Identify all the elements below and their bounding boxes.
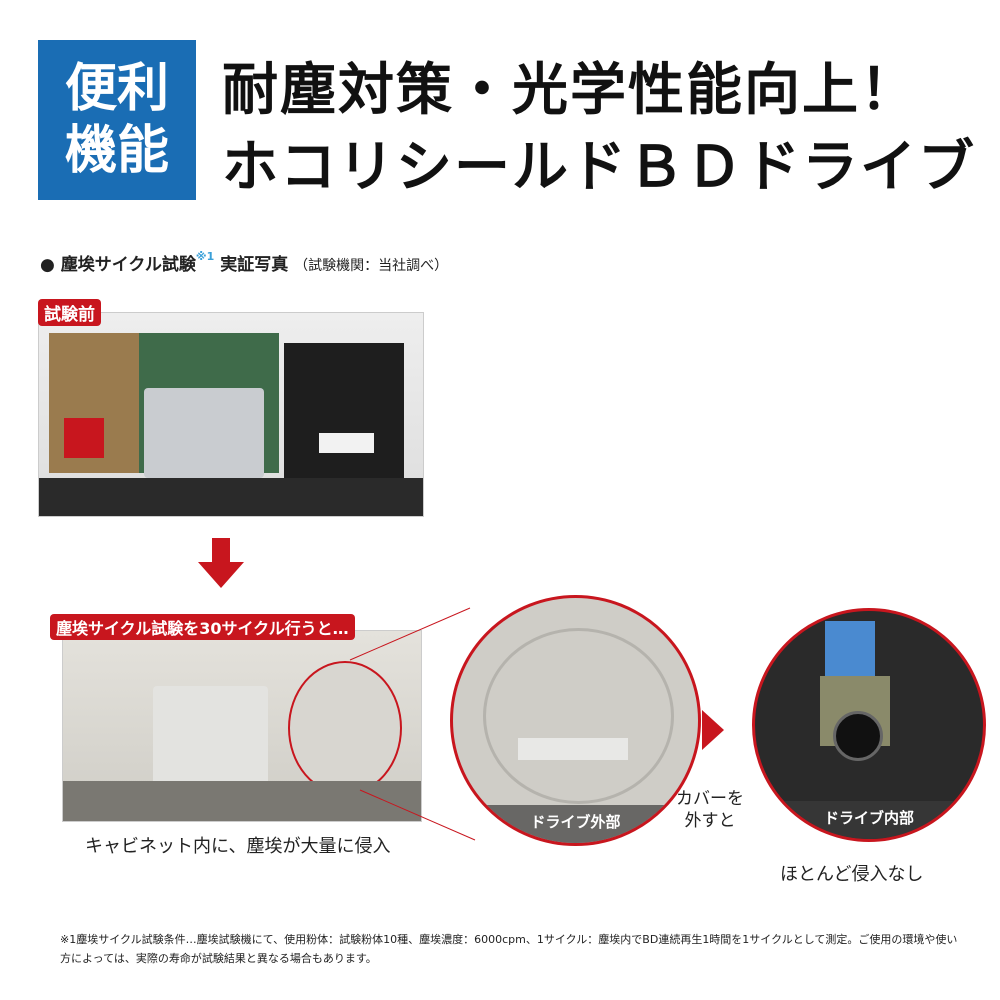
drive-inside-caption: ほとんど侵入なし [780,864,924,885]
bullet: ● [40,255,55,275]
hdd-dusty [153,686,268,786]
before-photo [38,312,424,517]
after-caption: キャビネット内に、塵埃が大量に侵入 [85,836,391,857]
front-panel [39,478,423,516]
badge-line2: 機能 [64,121,169,181]
cover-label [518,738,628,760]
title-line2: ホコリシールドＢＤドライブ [222,135,976,200]
red-part [64,418,104,458]
drive-outside-circle: ドライブ外部 [450,595,701,846]
after-photo [62,630,422,822]
bd-drive [284,343,404,478]
transition-text: カバーを 外すと [676,788,744,832]
badge-line1: 便利 [64,59,169,119]
zoom-circle [288,661,402,795]
drive-inside-circle: ドライブ内部 [752,608,986,842]
heading-source: （試験機関：当社調べ） [294,258,449,274]
transition-line2: 外すと [684,811,736,831]
title-line1: 耐塵対策・光学性能向上！ [222,58,918,123]
after-banner: 塵埃サイクル試験を30サイクル行うと… [50,614,355,640]
heading-text-2: 実証写真 [220,255,289,275]
heading-text: 塵埃サイクル試験 [60,255,196,275]
section-heading: ● 塵埃サイクル試験※1 実証写真 （試験機関：当社調べ） [40,250,448,275]
note-ref: ※1 [195,250,215,263]
drive-outside-label: ドライブ外部 [453,805,698,843]
spindle [833,711,883,761]
drive-inside-label: ドライブ内部 [755,801,983,839]
feature-badge: 便利 機能 [38,40,196,200]
ribbon-cable [825,621,875,681]
dusty-front [63,781,421,821]
cover-pattern [483,628,674,804]
transition-line1: カバーを [676,789,744,809]
down-arrow-icon [198,538,244,588]
hdd [144,388,264,478]
footnote: ※1塵埃サイクル試験条件…塵埃試験機にて、使用粉体：試験粉体10種、塵埃濃度：6… [60,933,958,965]
drive-sticker [319,433,374,453]
right-triangle-icon [702,710,724,750]
before-label: 試験前 [38,299,101,326]
